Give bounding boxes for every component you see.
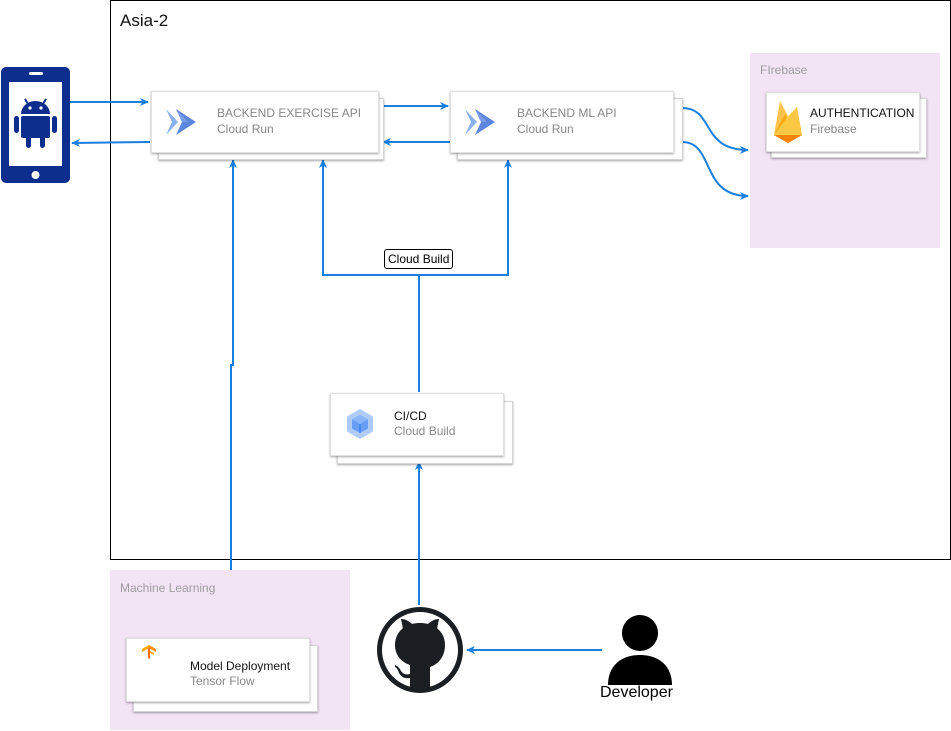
backend-exercise-subtitle: Cloud Run [217, 122, 274, 136]
model-subtitle: Tensor Flow [190, 674, 255, 688]
backend-exercise-title: BACKEND EXERCISE API [217, 106, 362, 120]
cicd-subtitle: Cloud Build [394, 424, 456, 438]
backend-ml-card[interactable]: BACKEND ML API Cloud Run [450, 91, 674, 153]
model-title: Model Deployment [190, 659, 291, 673]
cicd-card[interactable]: CI/CD Cloud Build [330, 393, 504, 456]
firebase-icon [774, 101, 802, 143]
cloud-run-icon [465, 109, 495, 135]
android-phone [0, 66, 71, 184]
authentication-title: AUTHENTICATION [810, 106, 915, 120]
backend-ml-subtitle: Cloud Run [517, 122, 574, 136]
backend-ml-title: BACKEND ML API [517, 106, 617, 120]
backend-exercise-card[interactable]: BACKEND EXERCISE API Cloud Run [151, 91, 379, 153]
authentication-card[interactable]: AUTHENTICATION Firebase [766, 92, 920, 152]
github-icon [377, 607, 463, 693]
arrow-ml-to-firebase [681, 141, 749, 200]
region-machine-learning-label: Machine Learning [120, 581, 216, 595]
region-firebase-label: FIrebase [760, 63, 808, 77]
arrow-exercise-to-phone [71, 138, 151, 147]
arrow-ml-to-auth [681, 107, 749, 154]
arrow-cloudbuild-to-exercise [319, 159, 419, 276]
cloud-run-icon [166, 109, 196, 135]
cloud-build-label: Cloud Build [384, 249, 454, 269]
developer [605, 614, 675, 686]
developer-label: Developer [600, 684, 673, 701]
android-phone-icon [1, 67, 70, 183]
region-asia-2-label: Asia-2 [120, 11, 169, 30]
github [375, 605, 465, 695]
cloud-build-icon [347, 409, 373, 439]
arrow-model-to-exercise [229, 159, 237, 570]
tensorflow-icon [142, 645, 156, 659]
arrow-cloudbuild-to-ml [419, 159, 512, 276]
cicd-title: CI/CD [394, 409, 427, 423]
user-icon [608, 615, 672, 685]
model-card[interactable]: Model Deployment Tensor Flow [126, 638, 310, 702]
authentication-subtitle: Firebase [810, 122, 857, 136]
